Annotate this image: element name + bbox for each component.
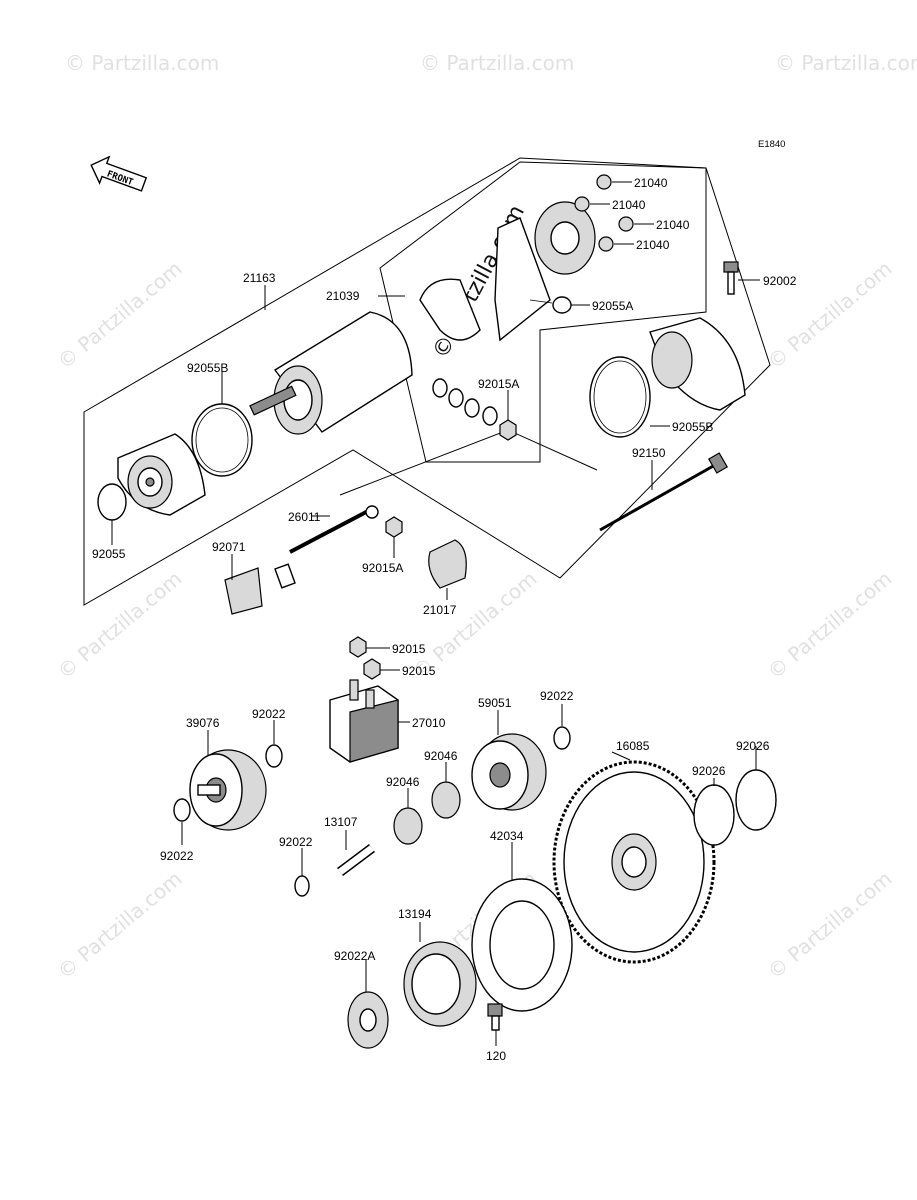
idler-gear-39076	[189, 749, 267, 831]
part-label: 92046	[424, 749, 458, 763]
starter-yoke-part	[249, 311, 413, 435]
part-label: 92022	[279, 835, 313, 849]
washer-stack	[432, 378, 517, 441]
part-label: 92022	[160, 849, 194, 863]
watermark: © Partzilla.com	[763, 866, 897, 984]
starter-clutch-gear-16085	[552, 760, 716, 964]
o-ring-92055	[97, 483, 127, 521]
terminal-rod-26011	[274, 505, 379, 589]
reduction-gear-59051	[471, 733, 547, 811]
part-label: 92026	[736, 739, 770, 753]
washer-92022	[173, 798, 191, 822]
screw	[529, 299, 553, 304]
part-label: 92055B	[187, 361, 228, 375]
clutch-hub-42034	[471, 878, 573, 1012]
watermark: © Partzilla.com	[775, 51, 917, 75]
part-label: 92026	[692, 764, 726, 778]
part-label: 21039	[326, 289, 360, 303]
brush-assembly-outline	[379, 161, 707, 463]
part-label: 92002	[763, 274, 797, 288]
part-label: 59051	[478, 696, 512, 710]
front-arrow-icon: FRONT	[90, 155, 148, 192]
starter-motor-assembly-outline	[83, 157, 771, 606]
rear-cover-part	[649, 317, 746, 411]
part-label: 92071	[212, 540, 246, 554]
part-label: 16085	[616, 739, 650, 753]
part-label: 21017	[423, 603, 457, 617]
o-ring-92055a	[552, 296, 572, 314]
leader-lines	[111, 181, 760, 1046]
o-ring-inner	[195, 407, 249, 473]
part-label: 92150	[632, 446, 666, 460]
watermark: © Partzilla.com	[53, 566, 187, 684]
part-label: 27010	[412, 716, 446, 730]
part-label: 42034	[490, 829, 524, 843]
part-label: 21040	[636, 238, 670, 252]
part-label: 13194	[398, 907, 432, 921]
shaft-13107	[337, 845, 375, 875]
part-label: 39076	[186, 716, 220, 730]
part-label: 92015A	[478, 377, 519, 391]
watermark: © Partzilla.com	[65, 51, 219, 75]
nut-92015	[349, 636, 367, 658]
boot-21017	[428, 539, 467, 589]
part-label: 92055	[92, 547, 126, 561]
part-label: 21040	[634, 176, 668, 190]
part-label: 13107	[324, 815, 358, 829]
part-label: 92022	[252, 707, 286, 721]
diagram-code: E1840	[758, 139, 785, 150]
washer-92026	[735, 769, 777, 831]
part-label: 92022	[540, 689, 574, 703]
part-label: 92022A	[334, 949, 375, 963]
part-label: 92015	[392, 642, 426, 656]
part-label: 92055A	[592, 299, 633, 313]
part-labels: 21163 21039 21040 21040 21040 21040 9200…	[92, 176, 797, 1063]
washer-92022	[294, 875, 310, 897]
needle-bearing-92046	[393, 807, 423, 845]
watermark: © Partzilla.com	[53, 256, 187, 374]
part-label: 92046	[386, 775, 420, 789]
part-label: 26011	[288, 510, 321, 524]
part-label: 21163	[243, 271, 276, 285]
bolt-120	[487, 1003, 503, 1031]
bolt-92002	[723, 261, 739, 295]
part-label: 92015	[402, 664, 436, 678]
o-ring-92055b-right	[589, 356, 651, 438]
nut-92015	[363, 658, 381, 680]
brush-holder-part	[419, 201, 596, 342]
front-cover-part	[117, 433, 206, 516]
part-label: 21040	[656, 218, 690, 232]
cap-92071	[224, 567, 263, 615]
nut-21040	[574, 174, 634, 252]
washer-92026	[693, 784, 735, 846]
o-ring-inner	[593, 360, 647, 434]
needle-bearing-92046	[431, 781, 461, 819]
washer-92022	[265, 744, 283, 768]
watermark: © Partzilla.com	[420, 51, 574, 75]
nut-92015a	[385, 516, 403, 538]
part-label: 92015A	[362, 561, 403, 575]
one-way-clutch-13194	[403, 941, 477, 1027]
starter-relay-27010	[329, 679, 399, 763]
through-bolt-92150	[599, 452, 729, 532]
washer-inner	[359, 1008, 377, 1032]
washer-92022	[553, 726, 571, 750]
part-label: 21040	[612, 198, 646, 212]
o-ring-92055b-left	[191, 403, 253, 477]
part-label: 92055B	[672, 420, 713, 434]
watermark: © Partzilla.com	[763, 566, 897, 684]
watermark: © Partzilla.com	[53, 866, 187, 984]
part-label: 120	[486, 1049, 506, 1063]
